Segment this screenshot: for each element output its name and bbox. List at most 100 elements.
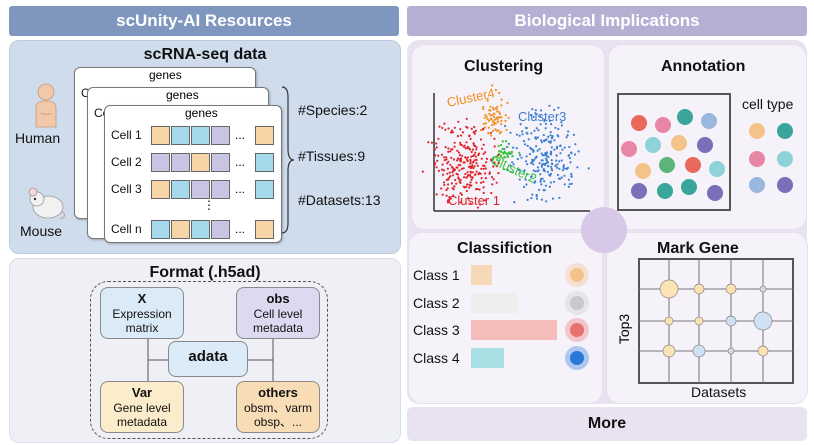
cluster-point (495, 165, 498, 168)
cluster-point (567, 185, 570, 188)
cluster-point (463, 144, 466, 147)
annotation-cell-dot (701, 113, 717, 129)
cluster-point (449, 150, 452, 153)
cluster-point (548, 173, 551, 176)
matrix-cell (151, 180, 170, 199)
cluster-point (540, 139, 543, 142)
cluster-point (482, 108, 485, 111)
cluster-point (531, 193, 534, 196)
cluster-point (450, 156, 453, 159)
class-bar (471, 348, 504, 368)
annotation-frame (617, 93, 731, 211)
cluster-point (453, 168, 457, 171)
cluster-point (532, 163, 535, 166)
cluster-point (565, 136, 568, 139)
cluster-point (486, 99, 489, 102)
matrix-ellipsis: ... (235, 128, 246, 142)
cluster-point (496, 105, 499, 108)
cluster-point (465, 141, 468, 144)
matrix-mid-genes: genes (166, 88, 199, 102)
cluster-point (554, 126, 557, 129)
cluster-point (531, 148, 534, 151)
matrix-cell (211, 180, 230, 199)
cluster-point (475, 158, 478, 162)
cluster-point (442, 173, 445, 176)
markgene-bubble (662, 344, 676, 358)
cluster-point (541, 177, 544, 180)
cluster-point (506, 101, 509, 104)
markgene-bubble (725, 283, 737, 295)
markgene-plot (638, 258, 794, 384)
cluster-point (493, 163, 496, 166)
cluster-point (545, 159, 548, 162)
cluster-point (576, 166, 579, 169)
cluster-point (498, 111, 501, 114)
cluster-point (537, 129, 540, 132)
matrix-cell (171, 180, 190, 199)
cluster-point (476, 164, 479, 167)
human-icon (35, 83, 57, 128)
cluster-point (500, 104, 503, 107)
cluster-point (506, 152, 509, 155)
cluster-point (498, 113, 501, 116)
cluster-point (493, 137, 496, 140)
cluster-point (556, 145, 559, 148)
cluster-point (478, 188, 481, 191)
format-adata-name: adata (188, 348, 228, 365)
class-bar (471, 265, 492, 285)
cluster-point (577, 150, 580, 153)
cluster-point (505, 128, 508, 131)
cluster-point (490, 134, 493, 137)
cluster-point (534, 112, 537, 115)
cluster-point (488, 109, 491, 112)
cluster-point (459, 192, 462, 195)
annotation-cell-dot (659, 157, 675, 173)
cluster-point (567, 154, 570, 157)
cluster-point (540, 152, 543, 155)
cluster-point (570, 172, 573, 176)
cluster-point (568, 183, 571, 186)
cluster-point (566, 167, 569, 170)
cluster-point (481, 128, 485, 131)
cluster-point (472, 160, 475, 164)
cluster-point (545, 157, 548, 160)
cluster-point (455, 159, 459, 162)
cluster-point (530, 132, 533, 135)
cluster-point (471, 164, 474, 167)
cluster-point (530, 197, 533, 200)
cluster-point (526, 163, 529, 166)
cluster-point (508, 151, 511, 154)
cluster-point (549, 134, 552, 137)
markgene-bubble (659, 279, 679, 299)
cluster-point (477, 152, 481, 155)
cluster-point (518, 178, 521, 181)
cluster-point (504, 160, 507, 163)
cluster-point (460, 144, 463, 147)
cluster-point (469, 175, 472, 178)
cluster-point (495, 116, 498, 119)
cluster-point (566, 134, 569, 137)
format-var-desc-2: metadata (116, 415, 168, 429)
cluster-point (497, 172, 500, 175)
cluster-point (558, 167, 561, 170)
cluster-point (543, 119, 546, 122)
cluster-point (498, 132, 501, 135)
mouse-icon (28, 187, 66, 220)
right-banner-title: Biological Implications (514, 11, 700, 30)
cluster-point (550, 137, 553, 140)
annotation-cell-dot (681, 179, 697, 195)
left-banner: scUnity-AI Resources (9, 6, 399, 36)
cluster-point (437, 154, 440, 157)
cluster-point (555, 159, 558, 162)
cluster-point (543, 139, 546, 143)
cluster-point (545, 138, 548, 141)
matrix-cell (191, 180, 210, 199)
cluster-point (561, 169, 564, 172)
cluster-point (525, 173, 529, 176)
matrix-vdots: ⋮ (203, 198, 215, 212)
cluster-point (553, 108, 556, 111)
stat-species: #Species:2 (298, 102, 368, 118)
cluster-point (496, 118, 499, 121)
